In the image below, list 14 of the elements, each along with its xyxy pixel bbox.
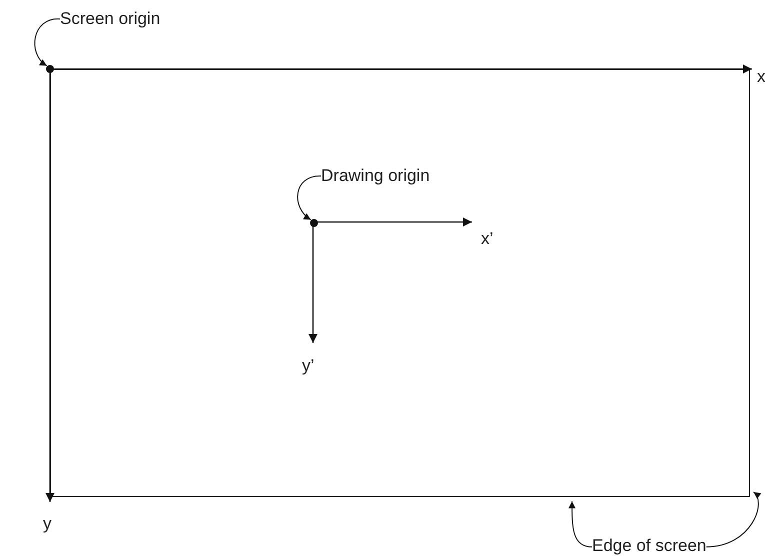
- axis-label: y: [43, 515, 52, 533]
- leader-line: [706, 492, 761, 548]
- leader-line: [34, 18, 60, 66]
- axis-label: y’: [302, 357, 314, 375]
- axis-label: x’: [481, 230, 494, 248]
- axis-label: x: [757, 68, 765, 86]
- leader-line: [297, 176, 322, 220]
- leader-line: [568, 500, 592, 548]
- origin-dot: [310, 219, 318, 227]
- screen-rectangle: [50, 69, 750, 497]
- callout-text: Screen origin: [60, 10, 160, 28]
- callout-text: Drawing origin: [321, 167, 430, 185]
- origin-dot: [46, 65, 54, 73]
- callout-text: Edge of screen: [592, 537, 706, 555]
